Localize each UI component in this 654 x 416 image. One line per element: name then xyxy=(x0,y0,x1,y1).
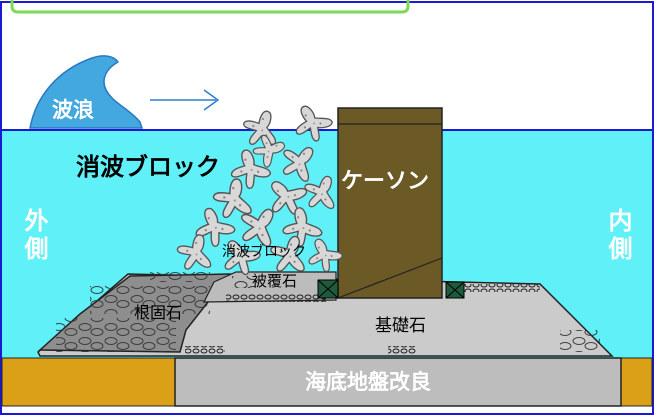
outer-side-label: 外側 xyxy=(20,208,48,264)
seabed-improvement-zone xyxy=(174,357,622,407)
seabed-improvement-label: 海底地盤改良 xyxy=(305,370,431,394)
wave-shape xyxy=(29,55,144,129)
caisson-joint-right xyxy=(445,281,465,299)
wave-block-main-label: 消波ブロック xyxy=(76,153,220,181)
caisson-joint-left xyxy=(317,279,339,299)
inner-side-label: 内側 xyxy=(604,208,632,264)
wave-direction-arrow xyxy=(150,89,220,111)
wave-label: 波浪 xyxy=(52,98,94,122)
caisson-label: ケーソン xyxy=(341,169,430,194)
foundation-stone-label: 基礎石 xyxy=(375,316,426,336)
root-stone-label: 根固石 xyxy=(134,303,183,322)
caisson xyxy=(337,107,443,299)
wave-block-small-label: 消波ブロック xyxy=(222,244,306,260)
armor-stone-label: 被覆石 xyxy=(252,272,298,290)
title-frame xyxy=(10,0,410,14)
